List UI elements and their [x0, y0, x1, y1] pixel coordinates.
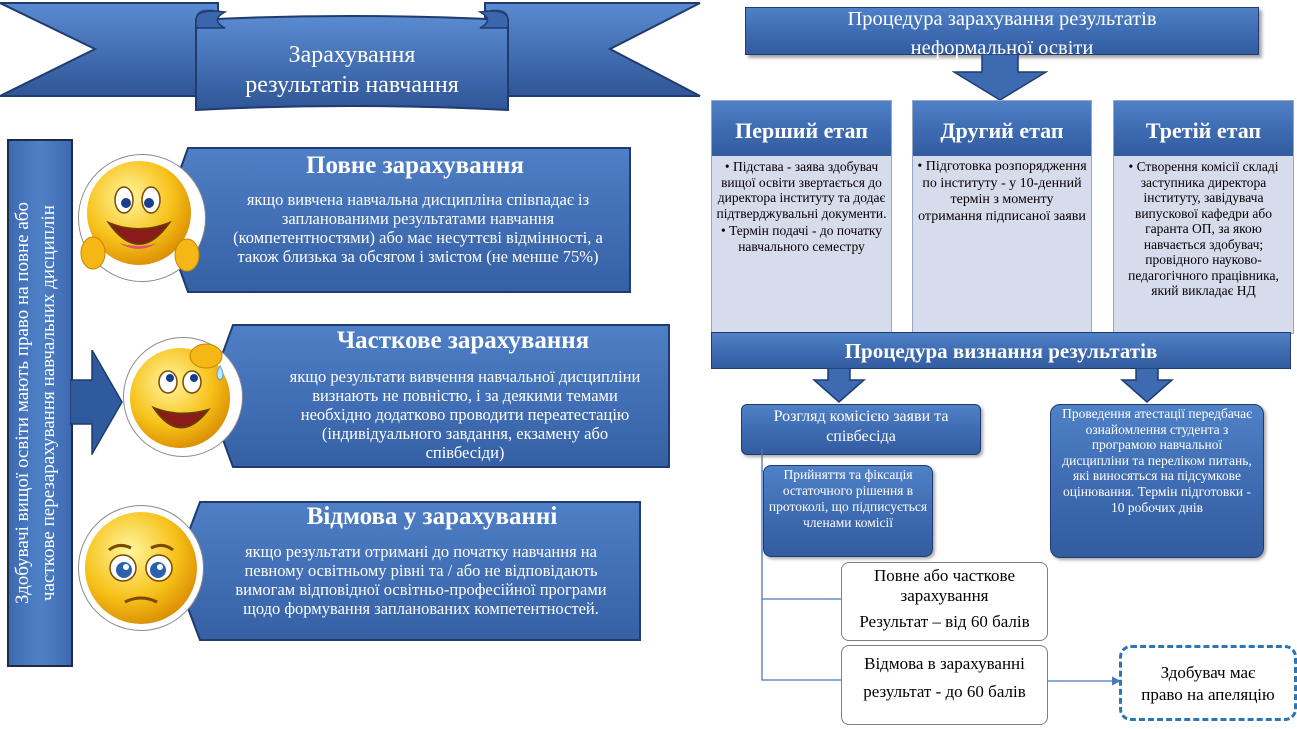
full-partial-line2: зарахування	[900, 586, 989, 605]
stage-1-panel: Перший етап • Підстава - заява здобувач …	[711, 100, 892, 334]
vertical-banner-line1: Здобувачі вищої освіти мають право на по…	[12, 202, 33, 604]
vertical-banner-text: Здобувачі вищої освіти мають право на по…	[10, 153, 70, 653]
connector-lines	[761, 449, 1121, 686]
full-credit-title: Повне зарахування	[306, 152, 524, 179]
full-partial-line1: Повне або часткове	[873, 566, 1016, 585]
appeal-box: Здобувач має право на апеляцію	[1119, 645, 1297, 721]
refusal-title: Відмова у зарахуванні	[306, 503, 558, 530]
procedure-title: Процедура зарахування результатів неформ…	[745, 5, 1259, 63]
procedure-header	[745, 7, 1259, 55]
partial-credit-text: якщо результати вивчення навчальної дисц…	[289, 367, 641, 462]
partial-credit-title: Часткове зарахування	[336, 327, 590, 354]
stage-3-body: • Створення комісії складі заступника ди…	[1118, 159, 1289, 301]
refusal-result-box: Відмова в зарахуванні результат - до 60 …	[841, 645, 1048, 725]
appeal-line2: право на апеляцію	[1141, 685, 1275, 704]
refusal-text: якщо результати отримані до початку навч…	[235, 542, 607, 618]
decision-box: Прийняття та фіксація остаточного рішенн…	[763, 465, 933, 557]
stage-3-panel: Третій етап • Створення комісії складі з…	[1113, 100, 1294, 334]
down-arrow-left-icon	[812, 368, 866, 403]
stage-1-title: Перший етап	[712, 101, 891, 156]
refusal-card: Відмова у зарахуванні якщо результати от…	[172, 500, 642, 642]
title-banner-graphic	[0, 2, 701, 112]
partial-credit-card: Часткове зарахування якщо результати вив…	[205, 323, 671, 469]
full-credit-card: Повне зарахування якщо вивчена навчальна…	[160, 146, 632, 294]
full-partial-result-box: Повне або часткове зарахування Результат…	[841, 562, 1048, 641]
stage-1-body: • Підстава - заява здобувач вищої освіти…	[716, 159, 887, 257]
stage-2-panel: Другий етап • Підготовка розпорядження п…	[912, 100, 1092, 334]
procedure-title-line2: неформальної освіти	[910, 37, 1094, 59]
sad-emoji-icon	[78, 505, 204, 631]
appeal-line1: Здобувач має	[1160, 663, 1256, 682]
stage-3-bullet-1: • Створення комісії складі заступника ди…	[1128, 159, 1279, 298]
procedure-title-line1: Процедура зарахування результатів	[847, 8, 1157, 30]
review-box: Розгляд комісією заяви та співбесіда	[741, 404, 981, 455]
sweating-emoji-icon	[123, 337, 243, 457]
stage-2-title: Другий етап	[913, 101, 1091, 156]
banner-title-line2: результатів навчання	[245, 72, 459, 98]
refusal-line1: Відмова в зарахуванні	[864, 654, 1025, 673]
stage-1-bullet-2: • Термін подачі - до початку навчального…	[720, 223, 883, 254]
banner-title: Зарахування результатів навчання	[196, 40, 508, 100]
attestation-box: Проведення атестації передбачає ознайомл…	[1050, 404, 1264, 558]
big-smile-emoji-icon	[78, 154, 206, 282]
banner-title-line1: Зарахування	[288, 42, 416, 68]
full-credit-text: якщо вивчена навчальна дисципліна співпа…	[233, 190, 603, 266]
stage-2-body: • Підготовка розпорядження по інституту …	[917, 159, 1087, 227]
vertical-banner-line2: часткове перезарахування навчальних дисц…	[38, 205, 59, 601]
recognition-bar: Процедура визнання результатів	[711, 332, 1291, 369]
down-arrow-right-icon	[1120, 368, 1174, 403]
right-arrow-icon	[70, 350, 123, 455]
stage-1-bullet-1: • Підстава - заява здобувач вищої освіти…	[716, 159, 887, 221]
refusal-line2: результат - до 60 балів	[863, 682, 1026, 701]
stage-2-bullet-1: • Підготовка розпорядження по інституту …	[917, 159, 1087, 224]
down-arrow-icon	[952, 54, 1048, 101]
stage-3-title: Третій етап	[1114, 101, 1293, 156]
full-partial-line3: Результат – від 60 балів	[859, 612, 1030, 631]
